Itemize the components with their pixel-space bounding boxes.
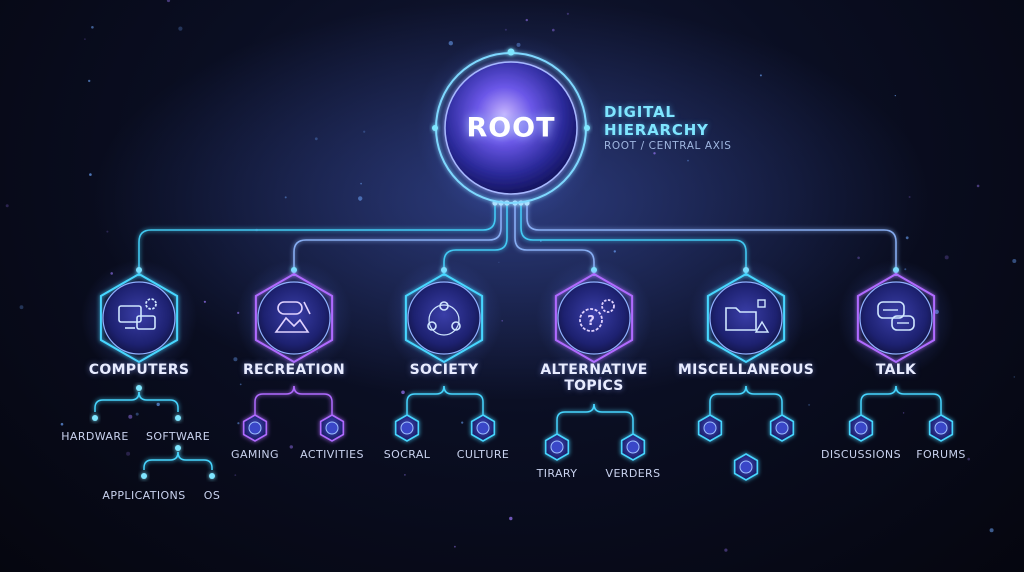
- category-label-alternative-topics: ALTERNATIVE TOPICS: [540, 362, 648, 394]
- gamepad-mountain-icon: [274, 301, 311, 333]
- category-node-2[interactable]: [236, 260, 352, 376]
- leaf-node-misc-1[interactable]: [697, 414, 723, 442]
- leaf-node-forums[interactable]: [928, 414, 954, 442]
- branch-dot: [141, 473, 147, 479]
- category-label-society: SOCIETY: [409, 362, 479, 378]
- category-label-talk: TALK: [875, 362, 917, 378]
- subtree-computers: [92, 385, 215, 479]
- leaf-label-verders: VERDERS: [605, 467, 661, 480]
- category-node-5[interactable]: [688, 260, 804, 376]
- branch-dot: [175, 415, 181, 421]
- branch-dot: [209, 473, 215, 479]
- leaf-node-culture[interactable]: [470, 414, 496, 442]
- category-label-miscellaneous: MISCELLANEOUS: [677, 362, 815, 378]
- leaf-label-software: SOFTWARE: [145, 430, 211, 443]
- chat-bubbles-icon: [877, 301, 915, 331]
- root-label: ROOT: [466, 112, 556, 144]
- branch-dot: [92, 415, 98, 421]
- leaf-node-socral[interactable]: [394, 414, 420, 442]
- leaf-node-misc-2[interactable]: [769, 414, 795, 442]
- leaf-node-gaming[interactable]: [242, 414, 268, 442]
- people-network-icon: [427, 301, 461, 336]
- category-node-6[interactable]: [838, 260, 954, 376]
- leaf-node-misc-3[interactable]: [733, 453, 759, 481]
- leaf-node-tirary[interactable]: [544, 433, 570, 461]
- subtree-miscellaneous: [697, 380, 795, 481]
- category-label-recreation: RECREATION: [242, 362, 346, 378]
- leaf-label-applications: APPLICATIONS: [102, 489, 186, 502]
- subtree-recreation: [242, 380, 345, 442]
- subtree-talk: [848, 380, 954, 442]
- diagram-subtitle: ROOT / CENTRAL AXIS: [604, 140, 732, 152]
- category-node-4[interactable]: ?: [536, 260, 652, 376]
- question-gears-icon: ?: [579, 299, 615, 332]
- category-node-3[interactable]: [386, 260, 502, 376]
- leaf-node-discussions[interactable]: [848, 414, 874, 442]
- subtree-society: [394, 380, 496, 442]
- leaf-node-verders[interactable]: [620, 433, 646, 461]
- leaf-label-hardware: HARDWARE: [61, 430, 129, 443]
- leaf-label-os: OS: [203, 489, 221, 502]
- leaf-label-culture: CULTURE: [456, 448, 510, 461]
- branch-dot: [175, 445, 181, 451]
- leaf-label-tirary: TIRARY: [536, 467, 578, 480]
- folder-shapes-icon: [725, 299, 770, 333]
- computer-gear-icon: [118, 298, 157, 330]
- subtree-alternative-topics: [544, 398, 646, 461]
- leaf-label-forums: FORUMS: [916, 448, 966, 461]
- diagram-title: DIGITAL HIERARCHY: [604, 103, 709, 139]
- leaf-label-activities: ACTIVITIES: [300, 448, 364, 461]
- root-node[interactable]: [416, 33, 606, 223]
- category-node-1[interactable]: [81, 260, 197, 376]
- svg-text:?: ?: [587, 314, 595, 329]
- leaf-node-activities[interactable]: [319, 414, 345, 442]
- leaf-label-gaming: GAMING: [231, 448, 279, 461]
- category-label-computers: COMPUTERS: [88, 362, 190, 378]
- leaf-label-socral: SOCRAL: [383, 448, 431, 461]
- leaf-label-discussions: DISCUSSIONS: [821, 448, 901, 461]
- branch-dot: [136, 385, 142, 391]
